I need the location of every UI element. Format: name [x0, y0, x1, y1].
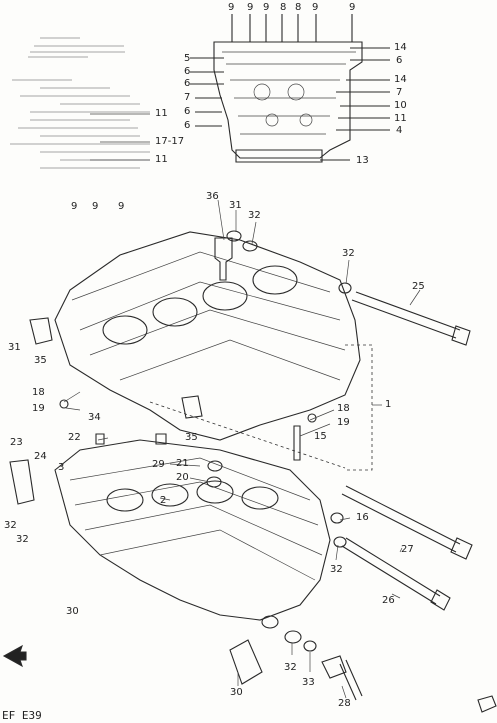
callout-35: 35 [34, 355, 47, 366]
callout-25: 25 [412, 281, 425, 292]
upper-crankcase [29, 231, 382, 471]
callout-9: 9 [228, 2, 235, 13]
callout-11: 11 [394, 113, 407, 124]
callout-8: 8 [295, 2, 302, 13]
callout-2: 2 [160, 495, 167, 506]
callout-19: 19 [337, 417, 350, 428]
callout-14: 14 [394, 42, 407, 53]
dowel-centerline [149, 401, 346, 469]
callout-36: 36 [206, 191, 219, 202]
stud-15 [293, 425, 301, 461]
callout-19: 19 [32, 403, 45, 414]
callout-3: 3 [58, 462, 65, 473]
callout-30: 30 [230, 687, 243, 698]
callout-24: 24 [34, 451, 47, 462]
callout-32: 32 [284, 662, 297, 673]
callout-17-17: 17-17 [155, 136, 185, 147]
callout-6: 6 [396, 55, 403, 66]
callout-31: 31 [229, 200, 242, 211]
callout-9: 9 [263, 2, 270, 13]
lower-crankcase [9, 433, 331, 629]
callout-8: 8 [280, 2, 287, 13]
front-direction-arrow [2, 644, 27, 668]
callout-31: 31 [8, 342, 21, 353]
callout-27: 32 [4, 520, 17, 531]
long-bolt-26 [341, 537, 451, 611]
corner-icon [477, 695, 497, 713]
long-bolt-27 [341, 485, 473, 560]
callout-32: 32 [330, 564, 343, 575]
long-bolt-25 [351, 291, 471, 346]
callout-32: 32 [16, 534, 29, 545]
callout-1: 1 [385, 399, 392, 410]
top-inset-crankcase [190, 14, 390, 163]
callout-5: 5 [184, 53, 191, 64]
callout-9: 9 [118, 201, 125, 212]
callout-6: 6 [184, 78, 191, 89]
callout-6: 6 [184, 120, 191, 131]
bottom-hardware [59, 399, 363, 701]
callout-13: 13 [356, 155, 369, 166]
callout-16: 16 [356, 512, 369, 523]
callout-9: 9 [349, 2, 356, 13]
legend-text-block [10, 37, 150, 169]
callout-26: 26 [382, 595, 395, 606]
left-leader-lines [90, 113, 150, 161]
callout-18: 18 [32, 387, 45, 398]
callout-6: 6 [184, 106, 191, 117]
callout-32: 32 [248, 210, 261, 221]
callout-27: 27 [401, 544, 414, 555]
callout-23: 23 [10, 437, 23, 448]
callout-9: 9 [247, 2, 254, 13]
callout-18: 18 [337, 403, 350, 414]
callout-7: 7 [396, 87, 403, 98]
callout-21: 21 [176, 458, 189, 469]
callout-10: 10 [394, 100, 407, 111]
callout-34: 34 [88, 412, 101, 423]
callout-11: 11 [155, 154, 168, 165]
callout-15: 15 [314, 431, 327, 442]
top-bolt-parts [214, 230, 352, 294]
callout-7: 7 [184, 92, 191, 103]
callout-33: 33 [302, 677, 315, 688]
callout-35: 35 [185, 432, 198, 443]
callout-6: 6 [184, 66, 191, 77]
callout-4: 4 [396, 125, 403, 136]
callout-20: 20 [176, 472, 189, 483]
leader-lines [63, 199, 421, 699]
callout-29: 29 [152, 459, 165, 470]
callout-9: 9 [92, 201, 99, 212]
callout-22: 22 [68, 432, 81, 443]
callout-11: 11 [155, 108, 168, 119]
callout-30: 30 [66, 606, 79, 617]
callout-14: 14 [394, 74, 407, 85]
callout-9: 9 [71, 201, 78, 212]
callout-28: 28 [338, 698, 351, 709]
footer-label: EF E39 [2, 709, 42, 722]
callout-9: 9 [312, 2, 319, 13]
callout-32: 32 [342, 248, 355, 259]
